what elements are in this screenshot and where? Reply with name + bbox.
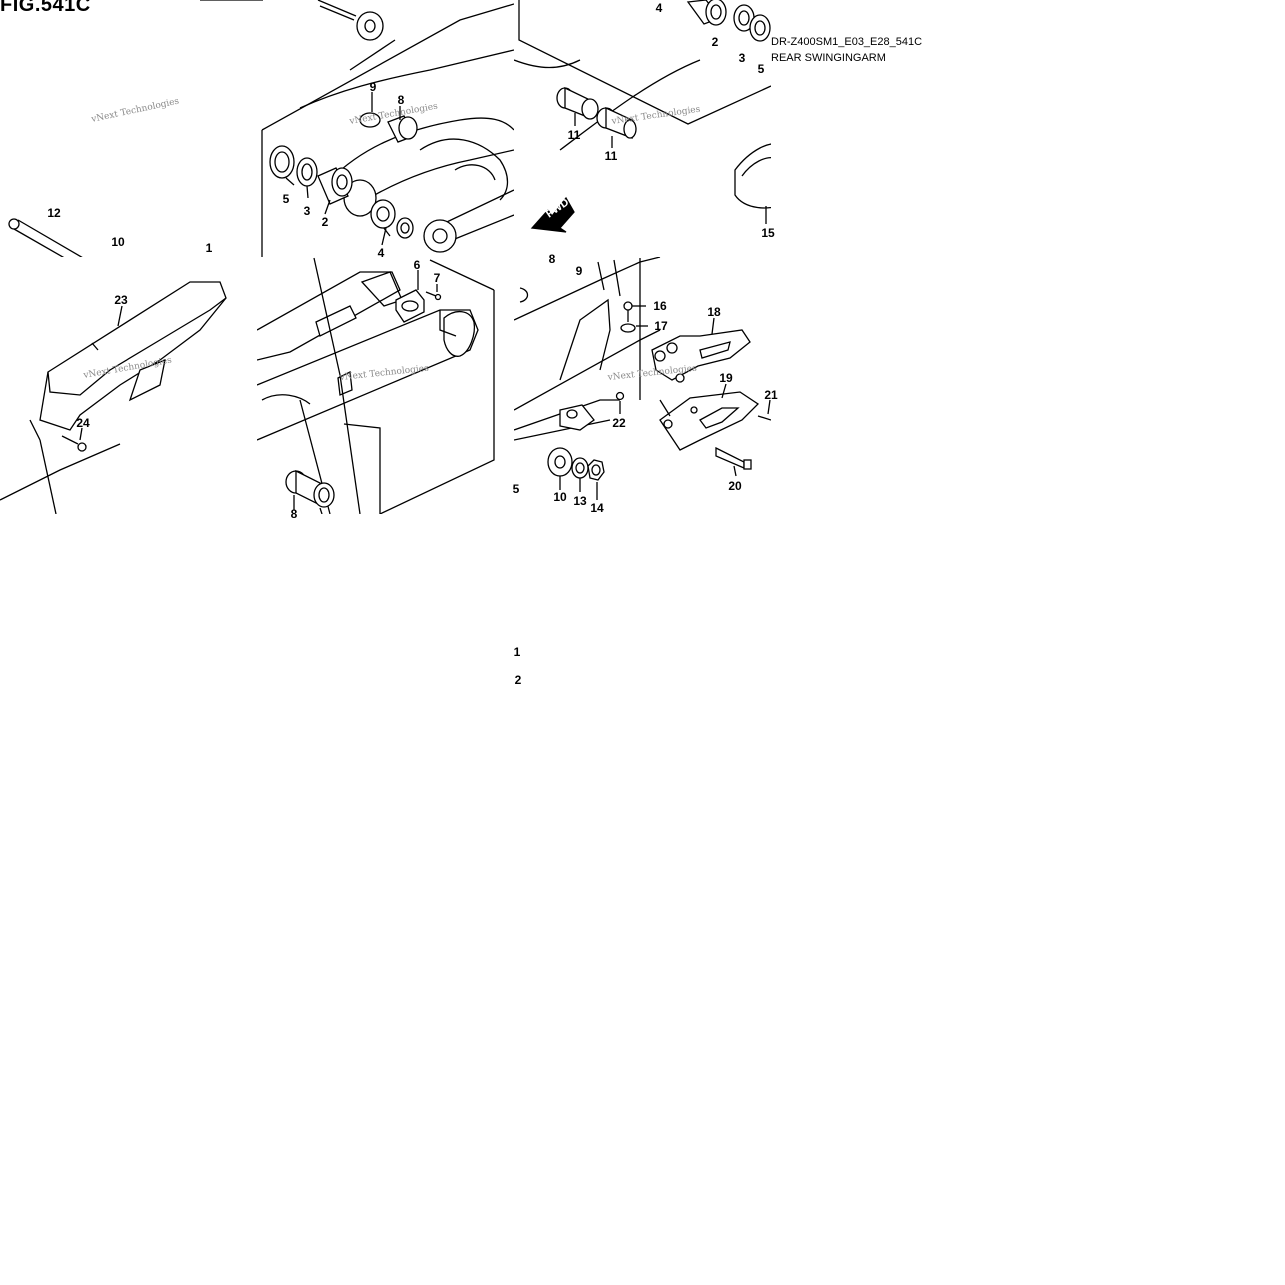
adjuster-plate-6 <box>395 289 425 323</box>
callout-24: 24 <box>76 416 90 430</box>
tile-bottom-middle <box>257 257 495 514</box>
bearing-2-right <box>686 0 727 26</box>
callout-2: 2 <box>322 215 329 229</box>
callout-9: 9 <box>576 264 583 278</box>
callout-1: 1 <box>206 241 213 255</box>
screw-24 <box>61 435 87 452</box>
nut-14 <box>587 459 605 481</box>
callout-3: 3 <box>739 51 746 65</box>
callout-16: 16 <box>653 299 667 313</box>
callout-14: 14 <box>590 501 604 515</box>
chain-guide-15 <box>734 143 771 209</box>
callout-12: 12 <box>47 206 61 220</box>
washer-10 <box>547 447 573 477</box>
pivot-bolt-end <box>317 0 384 41</box>
callout-1: 1 <box>514 645 521 659</box>
bolt-16 <box>623 301 633 322</box>
figure-title: FIG.541C <box>0 0 91 16</box>
watermark-1: vNext Technologies <box>90 96 181 125</box>
tile-bottom-left <box>0 281 227 514</box>
callout-11: 11 <box>568 128 581 142</box>
callout-4: 4 <box>656 1 663 15</box>
callout-19: 19 <box>719 371 733 385</box>
chain-case-23 <box>39 281 227 431</box>
tile-bottom-right <box>514 257 771 500</box>
callout-7: 7 <box>434 271 441 285</box>
callout-5: 5 <box>758 62 765 76</box>
bolt-20 <box>715 446 752 470</box>
callout-8: 8 <box>549 252 556 266</box>
axle-bolt <box>8 218 83 257</box>
pivot-sleeve-right <box>423 219 457 253</box>
bolt-21 <box>757 415 771 421</box>
callout-5: 5 <box>283 192 290 206</box>
callout-9: 9 <box>370 80 377 94</box>
swingarm-arm <box>257 271 479 441</box>
bolt-22 <box>615 391 625 401</box>
chain-guide-19 <box>659 391 760 451</box>
washer-3 <box>296 157 318 187</box>
seal-5-right <box>749 14 771 42</box>
dust-seal-5 <box>269 145 295 179</box>
callout-2: 2 <box>712 35 719 49</box>
model-code: DR-Z400SM1_E03_E28_541C <box>771 36 923 48</box>
callout-5: 5 <box>513 482 520 496</box>
callout-6: 6 <box>414 258 421 272</box>
callout-22: 22 <box>612 416 626 430</box>
callout-11: 11 <box>605 149 618 163</box>
callout-13: 13 <box>573 494 587 508</box>
bearing-8-lower <box>285 469 335 508</box>
callout-4: 4 <box>378 246 385 260</box>
callout-10: 10 <box>553 490 567 504</box>
needle-bearing-8 <box>359 112 418 143</box>
tile-top-right <box>514 0 771 233</box>
washer-17 <box>620 323 636 333</box>
oil-seal-4 <box>396 217 414 239</box>
watermark-5: vNext Technologies <box>338 364 429 383</box>
callout-2: 2 <box>515 673 522 687</box>
callout-8: 8 <box>398 93 405 107</box>
fwd-arrow-icon <box>530 196 575 233</box>
callout-10: 10 <box>111 235 125 249</box>
callout-23: 23 <box>114 293 128 307</box>
callout-20: 20 <box>728 479 742 493</box>
chain-guide-18 <box>651 329 751 383</box>
spacer-11a <box>556 86 599 120</box>
spacer-11b <box>596 106 637 139</box>
tile-top-middle <box>261 0 514 253</box>
bolt-7 <box>425 291 442 301</box>
bracket-22 <box>559 404 595 431</box>
callout-15: 15 <box>761 226 775 240</box>
tile-top-left <box>8 0 263 257</box>
callout-8: 8 <box>291 507 298 521</box>
part-name: REAR SWINGINGARM <box>771 52 886 64</box>
bearing-2 <box>317 167 353 205</box>
washer-13 <box>571 457 589 479</box>
callout-18: 18 <box>707 305 721 319</box>
callout-3: 3 <box>304 204 311 218</box>
callout-21: 21 <box>764 388 778 402</box>
callout-17: 17 <box>654 319 668 333</box>
